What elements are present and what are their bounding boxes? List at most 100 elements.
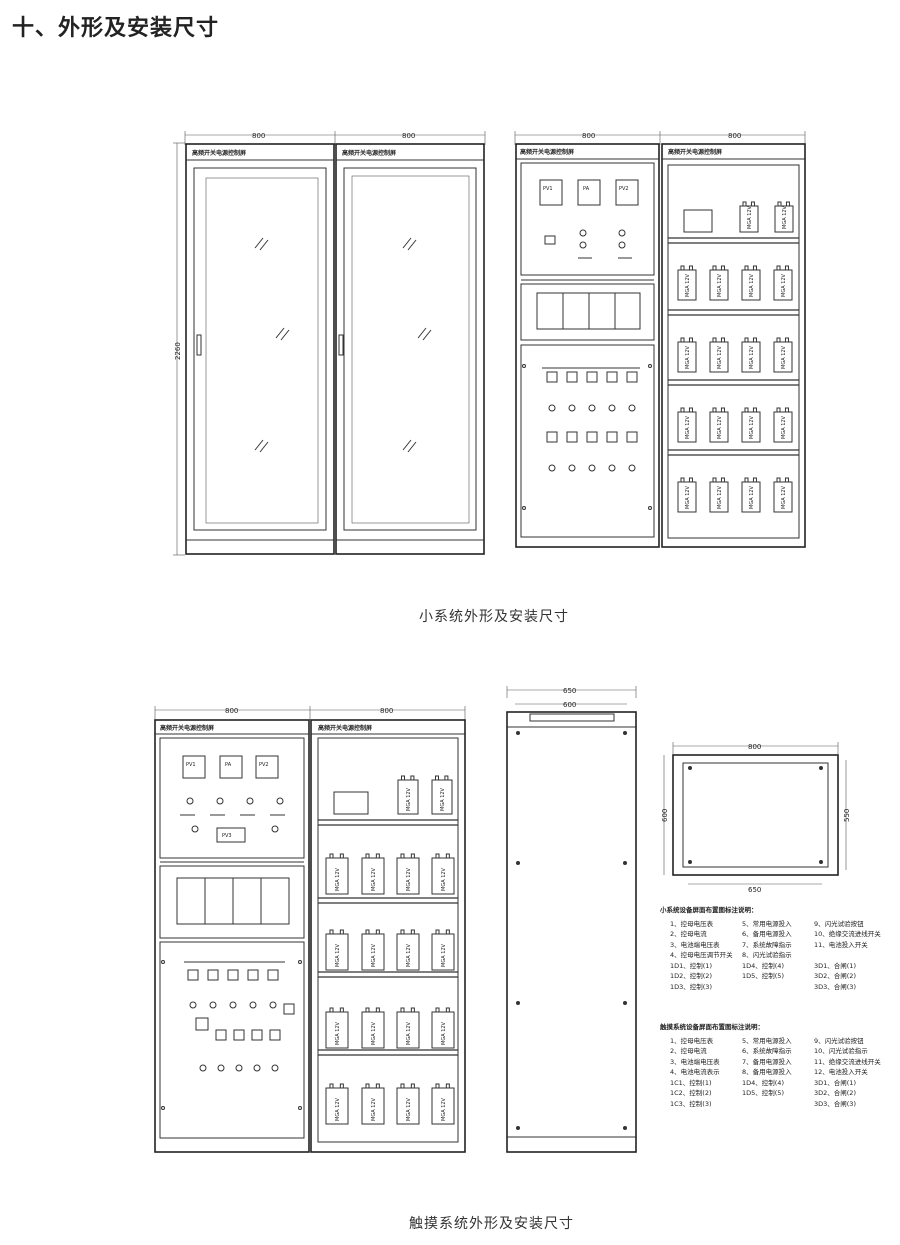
svg-text:MGA 12V: MGA 12V [685, 485, 691, 509]
note-item: 8、闪光试验指示 [742, 951, 792, 959]
svg-text:MGA 12V: MGA 12V [371, 1097, 377, 1121]
svg-text:MGA 12V: MGA 12V [335, 943, 341, 967]
svg-text:MGA 12V: MGA 12V [685, 415, 691, 439]
note-item: 1D1、控制(1) [670, 961, 712, 970]
battery: MGA 12V [773, 407, 793, 443]
dim-height: 2260 [174, 342, 182, 360]
svg-text:MGA 12V: MGA 12V [335, 1097, 341, 1121]
battery: MGA 12V [361, 853, 385, 895]
battery: MGA 12V [396, 1083, 420, 1125]
touch-system-cabinets: 800 800 高频开关电源控制屏 PV1 PA PV2 PV3 [154, 706, 466, 1153]
note-item: 1、控母电压表 [670, 1036, 714, 1045]
svg-text:MGA 12V: MGA 12V [440, 787, 446, 811]
note-item: 1D4、控制(4) [742, 961, 784, 970]
note-item: 8、备用电源投入 [742, 1068, 792, 1076]
svg-text:MGA 12V: MGA 12V [749, 485, 755, 509]
note-item: 11、绝缘交流进线开关 [814, 1057, 881, 1066]
svg-text:MGA 12V: MGA 12V [406, 1097, 412, 1121]
note-item: 1D2、控制(2) [670, 972, 712, 980]
dim2-w2: 800 [380, 707, 393, 715]
open-cabinets-small: 800 800 高频开关电源控制屏 PV1 PA PV2 [514, 131, 806, 548]
dim-plan-d: 600 [661, 809, 669, 822]
battery: MGA 12V [361, 929, 385, 971]
dim-w1: 800 [252, 132, 265, 140]
dim2-w1: 800 [225, 707, 238, 715]
dim-w3: 800 [582, 132, 595, 140]
battery: MGA 12V [741, 265, 761, 301]
battery: MGA 12V [325, 1007, 349, 1049]
svg-text:MGA 12V: MGA 12V [441, 1097, 447, 1121]
svg-text:MGA 12V: MGA 12V [685, 345, 691, 369]
note-item: 3、电池端电压表 [670, 940, 720, 949]
dim-plan-inner-d: 550 [843, 809, 851, 822]
note-item: 10、闪光试验指示 [814, 1047, 868, 1055]
note-item: 4、电池电流表示 [670, 1068, 720, 1076]
svg-text:MGA 12V: MGA 12V [749, 415, 755, 439]
note-item: 3D3、合闸(3) [814, 982, 856, 991]
note-item: 4、控母电压调节开关 [670, 951, 733, 959]
note-item: 2、控母电流 [670, 1047, 707, 1055]
battery: MGA 12V [431, 853, 455, 895]
svg-text:MGA 12V: MGA 12V [782, 205, 788, 229]
svg-text:MGA 12V: MGA 12V [406, 943, 412, 967]
note-item: 3D2、合闸(2) [814, 972, 856, 980]
battery: MGA 12V [396, 1007, 420, 1049]
cabinet-label-2: 高频开关电源控制屏 [342, 149, 396, 157]
dim-w4: 800 [728, 132, 741, 140]
meter-pa: PA [583, 186, 590, 192]
svg-text:MGA 12V: MGA 12V [441, 943, 447, 967]
battery: MGA 12V [361, 1083, 385, 1125]
svg-text:MGA 12V: MGA 12V [747, 205, 753, 229]
battery: MGA 12V [677, 265, 697, 301]
svg-text:MGA 12V: MGA 12V [441, 1021, 447, 1045]
note-item: 1C3、控制(3) [670, 1099, 712, 1108]
battery: MGA 12V [677, 477, 697, 513]
svg-text:MGA 12V: MGA 12V [335, 867, 341, 891]
cabinet2-label-1: 高频开关电源控制屏 [160, 724, 214, 732]
battery: MGA 12V [774, 201, 794, 233]
battery: MGA 12V [431, 1083, 455, 1125]
note-item: 3D1、合闸(1) [814, 961, 856, 970]
note-item: 1C1、控制(1) [670, 1078, 712, 1087]
note-item: 3D3、合闸(3) [814, 1099, 856, 1108]
cabinet-label-4: 高频开关电源控制屏 [668, 148, 722, 156]
svg-text:MGA 12V: MGA 12V [781, 273, 787, 297]
note-item: 1D5、控制(5) [742, 972, 784, 980]
battery: MGA 12V [741, 337, 761, 373]
battery: MGA 12V [741, 407, 761, 443]
svg-text:MGA 12V: MGA 12V [406, 867, 412, 891]
note-item: 3D2、合闸(2) [814, 1089, 856, 1097]
dim-depth-outer: 650 [563, 687, 576, 695]
meter-pv1: PV1 [543, 186, 553, 192]
svg-text:MGA 12V: MGA 12V [749, 273, 755, 297]
battery: MGA 12V [396, 929, 420, 971]
note-item: 5、常用电源投入 [742, 919, 792, 928]
note-item: 1、控母电压表 [670, 919, 714, 928]
dim-w2: 800 [402, 132, 415, 140]
battery: MGA 12V [739, 201, 759, 233]
battery: MGA 12V [773, 337, 793, 373]
cabinet-label-3: 高频开关电源控制屏 [520, 148, 574, 156]
svg-text:MGA 12V: MGA 12V [781, 345, 787, 369]
svg-text:MGA 12V: MGA 12V [406, 1021, 412, 1045]
battery: MGA 12V [709, 265, 729, 301]
battery: MGA 12V [709, 477, 729, 513]
meter2-pv1: PV1 [186, 762, 196, 768]
svg-text:MGA 12V: MGA 12V [749, 345, 755, 369]
svg-text:MGA 12V: MGA 12V [685, 273, 691, 297]
battery: MGA 12V [397, 775, 419, 815]
battery: MGA 12V [325, 1083, 349, 1125]
svg-text:MGA 12V: MGA 12V [371, 867, 377, 891]
battery: MGA 12V [361, 1007, 385, 1049]
note-item: 1D3、控制(3) [670, 982, 712, 991]
battery: MGA 12V [677, 407, 697, 443]
svg-text:MGA 12V: MGA 12V [717, 345, 723, 369]
battery: MGA 12V [431, 775, 453, 815]
battery: MGA 12V [325, 929, 349, 971]
dim-depth-inner: 600 [563, 701, 576, 709]
note-item: 1D5、控制(5) [742, 1089, 784, 1097]
note-item: 2、控母电流 [670, 930, 707, 938]
